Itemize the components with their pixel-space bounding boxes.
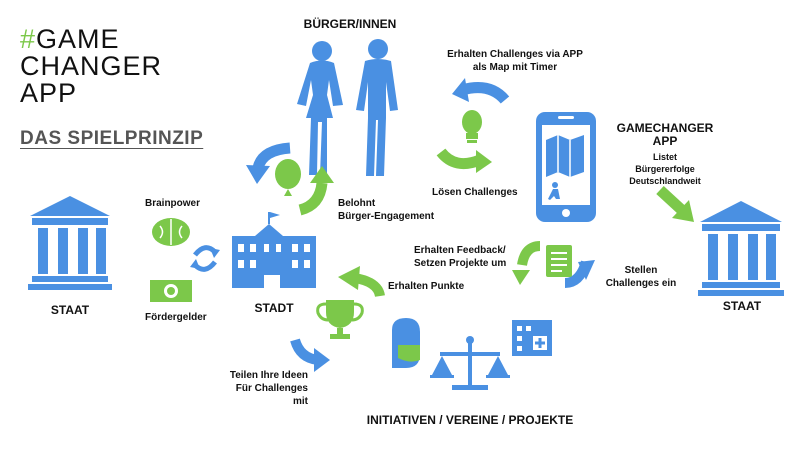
arrow-blue-curve-icon: [452, 78, 510, 104]
balloon-icon: [275, 159, 301, 196]
label-feedback-line2: Setzen Projekte um: [414, 258, 507, 269]
label-share-ideas-line2: Für Challenges mit: [235, 383, 308, 407]
exchange-cycle-icon: [190, 245, 220, 272]
scales-of-justice-icon: [430, 336, 510, 390]
label-solve-challenges: Lösen Challenges: [432, 187, 518, 198]
cycle-arrow-green-icon: [298, 166, 334, 216]
money-bill-icon: [150, 280, 192, 302]
app-logo: #GAME CHANGER APP: [20, 26, 162, 107]
state-building-right-icon: [698, 201, 784, 296]
label-city: STADT: [254, 301, 294, 315]
citizen-male-icon: [356, 39, 398, 176]
label-share-ideas-line1: Teilen Ihre Ideen: [229, 370, 308, 381]
cycle-arrow-blue-icon: [246, 142, 291, 184]
state-building-left-icon: [28, 196, 112, 290]
label-feedback-line1: Erhalten Feedback/: [414, 245, 506, 256]
office-building-icon: [512, 320, 552, 356]
label-funding: Fördergelder: [145, 312, 207, 323]
arrow-blue-right-curve-icon: [564, 260, 595, 288]
citizen-female-icon: [297, 41, 343, 175]
label-receive-challenges-line2: als Map mit Timer: [472, 62, 558, 73]
label-state-right: STAAT: [722, 299, 762, 313]
label-feedback: Erhalten Feedback/ Setzen Projekte um: [414, 244, 506, 270]
arrow-blue-share-icon: [290, 338, 330, 372]
town-hall-icon: [232, 212, 316, 288]
label-brainpower: Brainpower: [145, 198, 201, 209]
lightbulb-icon: [462, 110, 482, 143]
brain-icon: [152, 218, 190, 246]
arrow-to-state-icon: [656, 185, 694, 222]
label-post-challenges-line2: Challenges ein: [605, 278, 677, 289]
arrow-green-left-curve-icon: [512, 241, 541, 285]
label-share-ideas: Teilen Ihre Ideen Für Challenges mit: [220, 369, 308, 408]
logo-line1: GAME: [36, 24, 120, 54]
label-buerger: BÜRGER/INNEN: [303, 17, 397, 31]
masked-person-icon: [392, 318, 420, 368]
trophy-icon: [316, 300, 364, 339]
label-gamechanger-app: GAMECHANGER APP: [610, 122, 720, 148]
label-lists-success: Listet Bürgererfolge Deutschlandweit: [615, 151, 715, 187]
logo-line3: APP: [20, 78, 78, 108]
logo-hash: #: [20, 24, 37, 54]
arrow-green-points-icon: [338, 266, 385, 298]
label-gamechanger-line1: GAMECHANGER: [616, 121, 714, 135]
label-rewards-line1: Belohnt: [338, 198, 376, 209]
label-initiatives: INITIATIVEN / VEREINE / PROJEKTE: [366, 413, 574, 427]
label-receive-challenges-line1: Erhalten Challenges via APP: [447, 49, 583, 60]
label-points: Erhalten Punkte: [388, 281, 465, 292]
arrow-green-curve-icon: [436, 148, 492, 173]
label-state-left: STAAT: [50, 303, 90, 317]
document-icon: [546, 245, 572, 277]
logo-line2: CHANGER: [20, 51, 163, 81]
label-post-challenges-line1: Stellen: [624, 265, 658, 276]
label-lists-line3: Deutschlandweit: [629, 176, 701, 186]
label-rewards: Belohnt Bürger-Engagement: [338, 197, 434, 223]
label-lists-line1: Listet: [652, 152, 677, 162]
label-lists-line2: Bürgererfolge: [635, 164, 695, 174]
label-receive-challenges: Erhalten Challenges via APP als Map mit …: [430, 48, 600, 74]
page-heading: DAS SPIELPRINZIP: [20, 128, 204, 149]
label-rewards-line2: Bürger-Engagement: [338, 211, 435, 222]
label-gamechanger-line2: APP: [652, 134, 678, 148]
label-post-challenges: Stellen Challenges ein: [596, 264, 686, 290]
smartphone-map-icon: [536, 112, 596, 222]
